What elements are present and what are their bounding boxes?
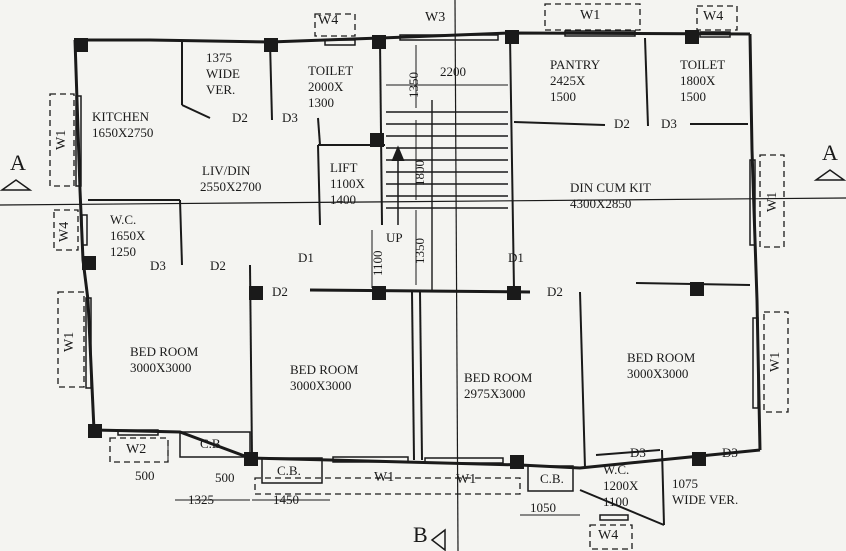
window-label: W4 <box>57 221 72 242</box>
room-wc-2: W.C. 1200X 1100 <box>603 462 639 509</box>
door-label: D1 <box>508 250 524 265</box>
window-label: W4 <box>318 13 339 28</box>
room-toilet-1: TOILET 2000X 1300 <box>308 63 354 110</box>
room-kitchen: KITCHEN 1650X2750 <box>92 109 154 140</box>
section-label-b: B <box>413 522 428 547</box>
dimension-1325: 1325 <box>188 492 214 507</box>
room-dining-cum-kitchen: DIN CUM KIT 4300X2850 <box>570 180 651 211</box>
section-marker-a-right <box>813 169 846 181</box>
room-bedroom-4: BED ROOM 3000X3000 <box>627 350 696 381</box>
window-label: W1 <box>374 470 395 485</box>
window-label: W1 <box>580 8 601 23</box>
dimension-500-mid: 500 <box>215 470 235 485</box>
stair-up-label: UP <box>386 230 403 245</box>
door-label: D3 <box>661 116 677 131</box>
door-label: D3 <box>282 110 298 125</box>
dimension-stair-top: 1350 <box>406 72 421 98</box>
window-label: W1 <box>456 472 477 487</box>
door-label: D3 <box>722 445 738 460</box>
dimension-500-left: 500 <box>135 468 155 483</box>
window-label: W4 <box>598 528 619 543</box>
window-label: W1 <box>62 331 77 352</box>
window-label: W1 <box>765 191 780 212</box>
door-label: D3 <box>150 258 166 273</box>
room-wide-veranda-2: 1075 WIDE VER. <box>672 476 739 507</box>
door-label: D2 <box>272 284 288 299</box>
room-wide-veranda-1: 1375 WIDE VER. <box>206 50 240 97</box>
window-label: W4 <box>703 9 724 24</box>
dimension-1050: 1050 <box>530 500 556 515</box>
door-label: D1 <box>298 250 314 265</box>
cupboard-3: C.B. <box>540 471 564 486</box>
door-label: D2 <box>614 116 630 131</box>
dimension-stair-mid: 1800 <box>412 160 427 186</box>
room-lift: LIFT 1100X 1400 <box>330 160 365 207</box>
section-label-a-left: A <box>10 150 26 175</box>
room-pantry: PANTRY 2425X 1500 <box>550 57 601 104</box>
room-bedroom-1: BED ROOM 3000X3000 <box>130 344 199 375</box>
room-toilet-2: TOILET 1800X 1500 <box>680 57 726 104</box>
cupboard-2: C.B. <box>277 463 301 478</box>
room-bedroom-3: BED ROOM 2975X3000 <box>464 370 533 401</box>
section-marker-b <box>430 528 446 551</box>
dimension-stair-bottom: 1350 <box>412 238 427 264</box>
door-label: D2 <box>210 258 226 273</box>
dimension-1450: 1450 <box>273 492 299 507</box>
door-label: D2 <box>547 284 563 299</box>
room-bedroom-2: BED ROOM 3000X3000 <box>290 362 359 393</box>
window-label: W3 <box>425 10 446 25</box>
structural-columns <box>74 30 706 469</box>
dimension-lift: 1100 <box>370 250 385 276</box>
room-living-dining: LIV/DIN 2550X2700 <box>200 163 262 194</box>
section-label-a-right: A <box>822 140 838 165</box>
window-label: W1 <box>768 351 783 372</box>
room-wc-1: W.C. 1650X 1250 <box>110 212 146 259</box>
door-label: D3 <box>630 445 646 460</box>
dimension-stair-width: 2200 <box>440 64 466 79</box>
window-label: W2 <box>126 442 147 457</box>
window-label: W1 <box>54 129 69 150</box>
section-line-a <box>0 197 846 206</box>
cupboard-1: C.B. <box>200 436 224 451</box>
section-line-b <box>454 0 459 551</box>
door-label: D2 <box>232 110 248 125</box>
staircase <box>386 100 508 290</box>
section-marker-a-left <box>0 179 33 191</box>
